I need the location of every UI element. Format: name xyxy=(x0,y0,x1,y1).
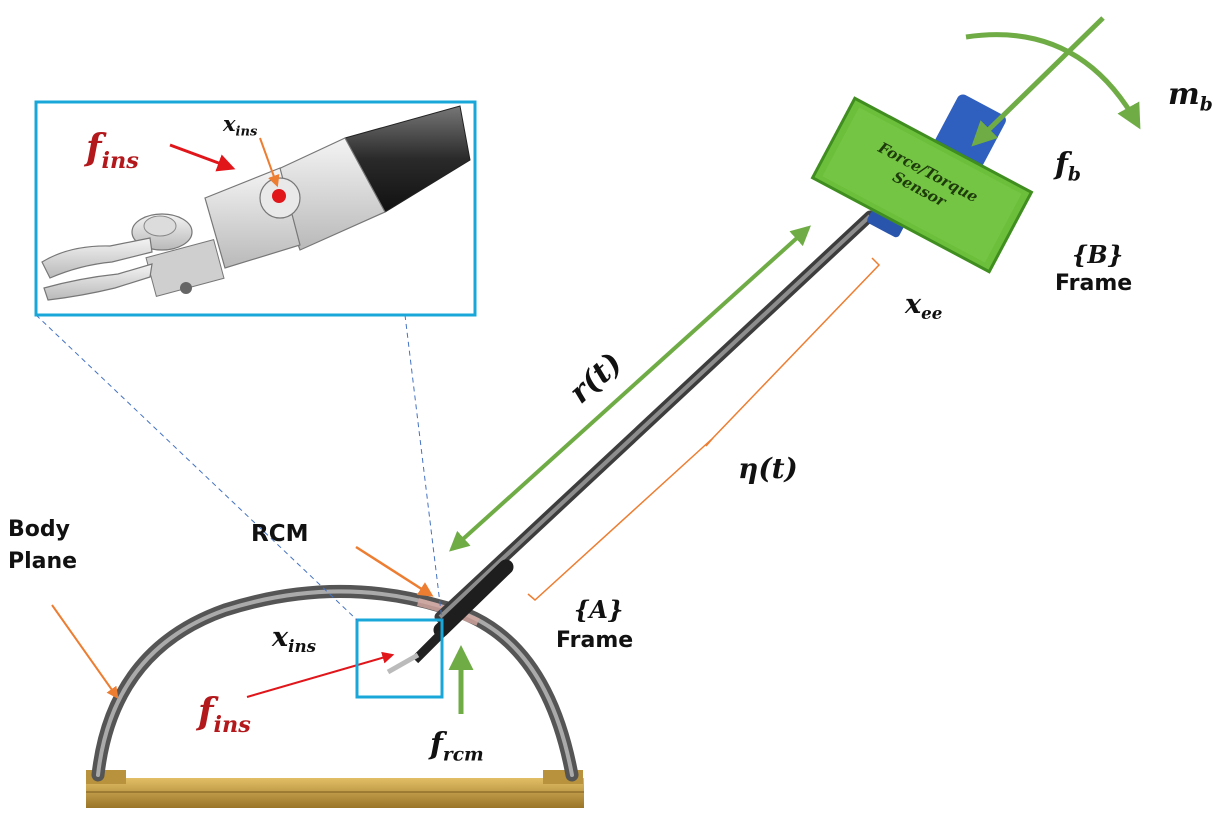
rcm-label: RCM xyxy=(251,521,309,547)
surgical-gripper-icon xyxy=(41,105,471,301)
body-plane-dome xyxy=(91,584,579,782)
f-rcm-label: frcm xyxy=(430,730,484,765)
body-plane-label-line1: Body xyxy=(8,517,70,542)
m-b-label: mb xyxy=(1168,80,1213,115)
x-ee-symbol: x xyxy=(905,289,922,320)
frame-a-label: {A} Frame xyxy=(556,598,633,652)
inset-f-ins-subscript: ins xyxy=(101,147,139,174)
f-ins-pointer xyxy=(246,651,395,698)
frame-a-brace: {A} xyxy=(573,595,624,624)
body-plane-label: Body Plane xyxy=(8,514,77,578)
frame-b-word: Frame xyxy=(1055,271,1133,296)
f-b-label: fb xyxy=(1055,150,1081,185)
x-ee-subscript: ee xyxy=(921,302,943,323)
rcm-pointer xyxy=(355,545,434,597)
f-b-arrow xyxy=(971,16,1105,147)
frame-a-word: Frame xyxy=(556,628,634,653)
f-rcm-symbol: f xyxy=(430,727,443,762)
zoom-region xyxy=(355,618,444,699)
frame-b-brace: {B} xyxy=(1072,240,1124,269)
x-ins-subscript: ins xyxy=(288,635,317,656)
f-rcm-subscript: rcm xyxy=(442,744,484,766)
r-t-arrow xyxy=(449,225,811,552)
m-b-arrow xyxy=(965,32,1141,130)
x-ee-label: xee xyxy=(905,291,942,322)
x-ins-label: xins xyxy=(272,624,316,655)
f-b-subscript: b xyxy=(1067,164,1081,186)
gripper-inset xyxy=(34,100,477,317)
eta-t-bracket xyxy=(527,257,881,602)
m-b-subscript: b xyxy=(1199,94,1213,116)
m-b-symbol: m xyxy=(1168,77,1200,112)
inset-x-ins-label: xins xyxy=(223,113,257,139)
f-ins-subscript: ins xyxy=(213,711,251,738)
contact-point-marker xyxy=(272,189,286,203)
f-ins-symbol: f xyxy=(198,691,214,733)
f-ins-label: fins xyxy=(198,694,251,736)
frame-b-label: {B} Frame xyxy=(1055,243,1132,295)
f-b-symbol: f xyxy=(1055,147,1068,182)
eta-t-label: η(t) xyxy=(738,452,798,485)
inset-f-ins-symbol: f xyxy=(86,127,102,169)
inset-f-ins-label: fins xyxy=(86,130,139,172)
inset-x-ins-symbol: x xyxy=(223,111,236,136)
body-plane-pointer xyxy=(51,604,119,699)
base-board xyxy=(86,770,584,808)
x-ins-symbol: x xyxy=(272,622,289,653)
inset-x-ins-subscript: ins xyxy=(235,124,258,140)
force-torque-sensor-icon xyxy=(810,96,1034,274)
body-plane-label-line2: Plane xyxy=(8,548,78,574)
